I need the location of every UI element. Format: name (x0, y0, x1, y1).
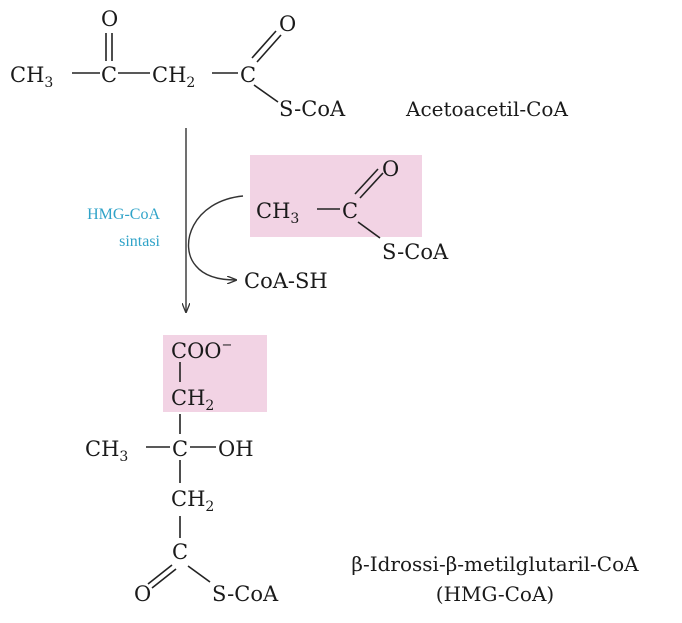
product-carboxylate: COO− (171, 338, 232, 363)
reactant-ketone-o: O (101, 7, 118, 31)
double-bond-b (151, 568, 177, 589)
bond (357, 221, 381, 239)
reactant-thioester-o: O (279, 12, 296, 36)
product-name: β-Idrossi-β-metilglutaril-CoA (351, 552, 639, 576)
double-bond-b (256, 34, 282, 63)
reactant-carbonyl-c: C (101, 63, 117, 87)
acetyl-coa: CH3 C O S-CoA (256, 157, 449, 264)
product-central-c: C (172, 437, 188, 461)
reactant-thioester-c: C (240, 63, 256, 87)
bond (253, 84, 279, 103)
reactant-s-coa: S-CoA (279, 97, 346, 121)
acetyl-o: O (382, 157, 399, 181)
product-s-coa: S-CoA (212, 582, 279, 606)
enzyme-name-line1: HMG-CoA (87, 206, 160, 223)
product-o: O (134, 582, 151, 606)
product-oh: OH (218, 437, 254, 461)
product-hmg-coa: COO− CH2 CH3 C OH CH2 C O S-CoA (85, 338, 279, 606)
reactant-name: Acetoacetil-CoA (405, 97, 568, 121)
reactant-acetoacetyl-coa: CH3 C O CH2 C O S-CoA (10, 7, 346, 121)
product-ch2-bottom: CH2 (171, 487, 214, 515)
double-bond-a (147, 564, 173, 585)
curved-side-arrow (187, 195, 244, 280)
bond (187, 565, 211, 583)
product-ch3: CH3 (85, 437, 128, 465)
acetyl-s-coa: S-CoA (382, 240, 449, 264)
double-bond-b (359, 172, 384, 199)
acetyl-c: C (342, 199, 358, 223)
enzyme-name-line2: sintasi (119, 233, 160, 250)
product-abbreviation: (HMG-CoA) (436, 582, 554, 606)
acetyl-ch3: CH3 (256, 199, 299, 227)
reactant-ch3: CH3 (10, 63, 53, 91)
double-bond-a (354, 168, 379, 195)
reactant-ch2: CH2 (152, 63, 195, 91)
product-thioester-c: C (172, 540, 188, 564)
byproduct-coa-sh: CoA-SH (244, 269, 328, 293)
double-bond-a (251, 30, 277, 59)
acetyl-highlight-box (250, 155, 422, 237)
product-ch2-top: CH2 (171, 386, 214, 414)
